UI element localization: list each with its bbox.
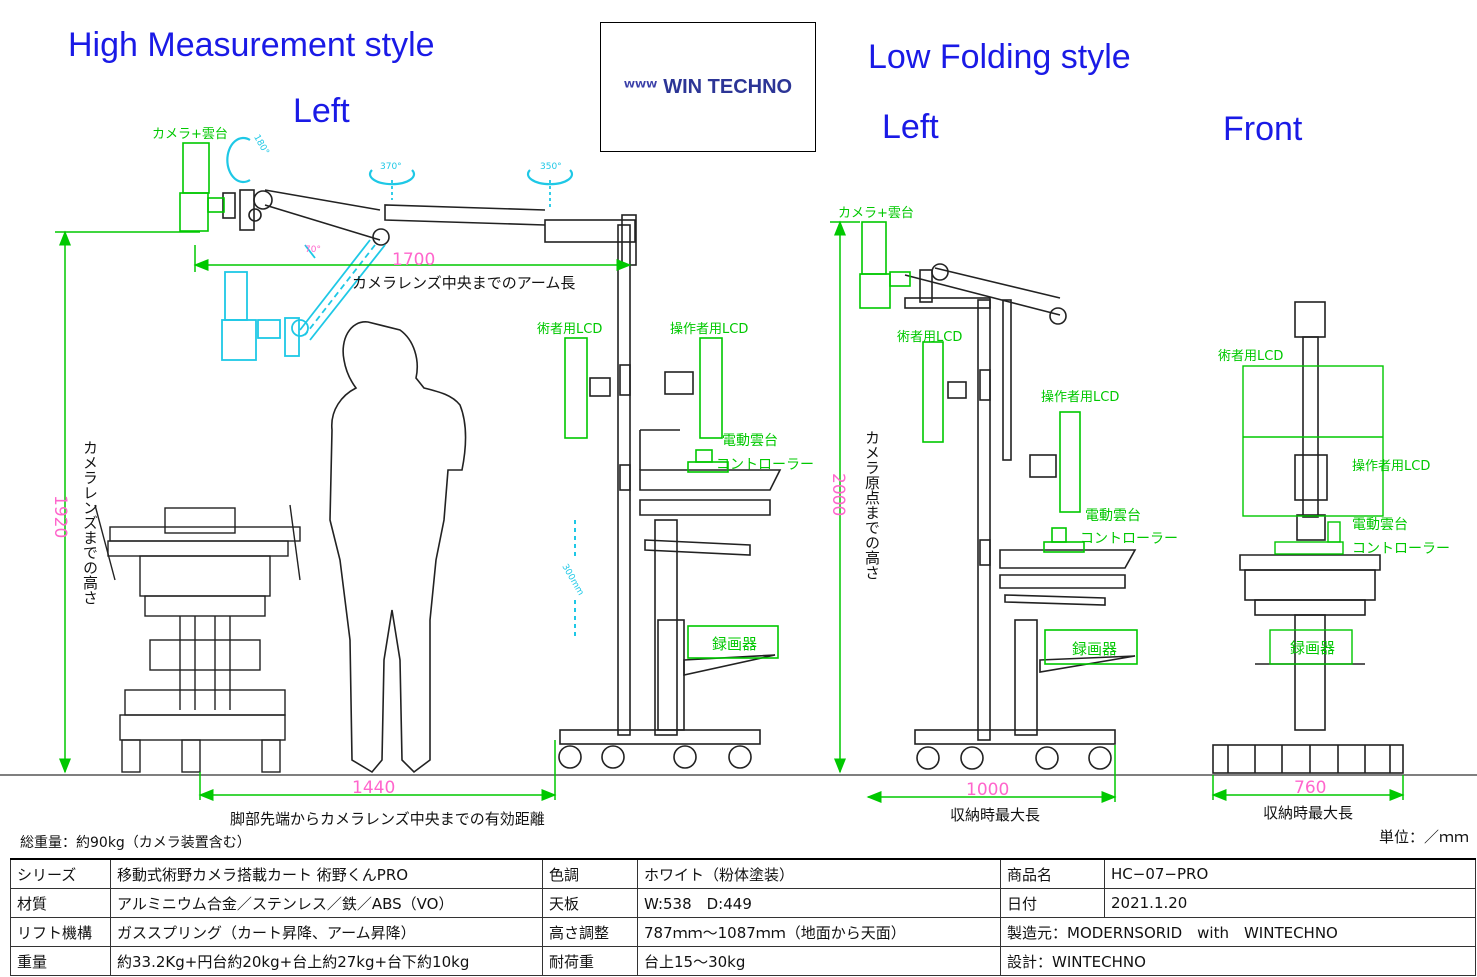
camera-high [179,142,779,659]
table-cell: 色調 [542,858,638,889]
table-cell: 移動式術野カメラ搭載カート 術野くんPRO [110,858,543,889]
table-cell: 材質 [10,888,111,918]
label-ptz-front-a: 電動雲台 [1352,517,1408,533]
table-cell: 製造元：MODERNSORID with WINTECHNO [1000,917,1476,947]
low-cart [904,263,1137,770]
logo-mark-icon: ᵂᵂᵂ [623,77,658,97]
table-cell: 787ｍｍ〜1087ｍｍ（地面から天面） [637,917,1001,947]
table-cell: 設計：WINTECHNO [1000,946,1476,976]
heading-low-left: Left [882,108,939,146]
table-cell: 約33.2Kg+円台約20kg+台上約27kg+台下約10kg [110,946,543,976]
table-cell: 商品名 [1000,858,1105,889]
label-camera-mount-low: カメラ+雲台 [838,206,914,221]
label-surgeon-lcd-high: 術者用LCD [537,322,603,337]
table-cell: シリーズ [10,858,111,889]
low-dimensions [830,220,1117,803]
label-height-to-lens: カメラレンズまでの高さ [81,440,99,605]
table-cell: アルミニウム合金／ステンレス／鉄／ABS（VO） [110,888,543,918]
table-cell: 2021.1.20 [1104,888,1476,918]
table-row: 重量 約33.2Kg+円台約20kg+台上約27kg+台下約10kg 耐荷重 台… [10,946,1476,976]
front-view-green [1242,365,1384,665]
label-operator-lcd-front: 操作者用LCD [1352,459,1431,474]
label-ptz-high-a: 電動雲台 [722,433,778,449]
operating-table [94,504,301,773]
high-dimensions [55,230,632,801]
table-cell: 耐荷重 [542,946,638,976]
rotation-350-label: 350° [540,162,562,172]
label-ptz-low-b: コントローラー [1080,531,1178,547]
heading-low-front: Front [1223,110,1303,148]
table-row: 材質 アルミニウム合金／ステンレス／鉄／ABS（VO） 天板 W:538 D:4… [10,888,1476,918]
table-cell: リフト機構 [10,917,111,947]
logo-text: WIN TECHNO [663,75,793,98]
tilt-70-label: 70° [305,245,321,255]
table-cell: HC−07−PRO [1104,858,1476,889]
label-max-length-low: 収納時最大長 [950,806,1041,824]
table-cell: 天板 [542,888,638,918]
heading-high-measurement-style: High Measurement style [68,26,435,64]
low-cart-green [859,221,1138,665]
unit-note: 単位：／ｍｍ [1378,828,1469,846]
total-weight-note: 総重量：約90kg（カメラ装置含む） [20,835,251,851]
label-operator-lcd-high: 操作者用LCD [670,322,749,337]
table-row: シリーズ 移動式術野カメラ搭載カート 術野くんPRO 色調 ホワイト（粉体塗装）… [10,858,1476,889]
label-camera-mount-high: カメラ+雲台 [152,127,228,142]
front-dimensions [1211,775,1405,801]
table-cell: 台上15〜30kg [637,946,1001,976]
human-silhouette [329,321,467,774]
heading-high-left: Left [293,92,350,130]
label-max-length-front: 収納時最大長 [1263,804,1354,822]
high-cart [222,189,782,769]
heading-low-folding-style: Low Folding style [868,38,1131,76]
dim-height-low: 2000 [828,473,848,517]
label-ptz-front-b: コントローラー [1352,541,1450,557]
label-ptz-low-a: 電動雲台 [1085,508,1141,524]
table-cell: W:538 D:449 [637,888,1001,918]
table-row: リフト機構 ガススプリング（カート昇降、アーム昇降） 高さ調整 787ｍｍ〜10… [10,917,1476,947]
label-surgeon-lcd-low: 術者用LCD [897,330,963,345]
spec-table: シリーズ 移動式術野カメラ搭載カート 術野くんPRO 色調 ホワイト（粉体塗装）… [10,858,1476,976]
rotation-370-label: 370° [380,162,402,172]
label-arm-length: カメラレンズ中央までのアーム長 [352,274,576,292]
label-recorder-low: 録画器 [1072,640,1118,658]
label-effective-distance: 脚部先端からカメラレンズ中央までの有効距離 [230,810,545,828]
table-cell: ガススプリング（カート昇降、アーム昇降） [110,917,543,947]
table-cell: 日付 [1000,888,1105,918]
dim-distance: 1440 [352,778,396,798]
label-operator-lcd-low: 操作者用LCD [1041,390,1120,405]
label-recorder-front: 録画器 [1290,639,1336,657]
label-height-to-origin: カメラ原点までの高さ [863,430,881,580]
label-surgeon-lcd-front: 術者用LCD [1218,349,1284,364]
company-logo-box: ᵂᵂᵂ WIN TECHNO [600,22,816,152]
table-cell: ホワイト（粉体塗装） [637,858,1001,889]
dim-arm-length: 1700 [392,250,436,270]
label-recorder-high: 録画器 [712,635,758,653]
table-cell: 高さ調整 [542,917,638,947]
dim-width-front: 760 [1294,778,1327,798]
table-cell: 重量 [10,946,111,976]
label-ptz-high-b: コントローラー [716,457,814,473]
dim-length-low: 1000 [966,780,1010,800]
dim-height-high: 1920 [50,495,70,539]
